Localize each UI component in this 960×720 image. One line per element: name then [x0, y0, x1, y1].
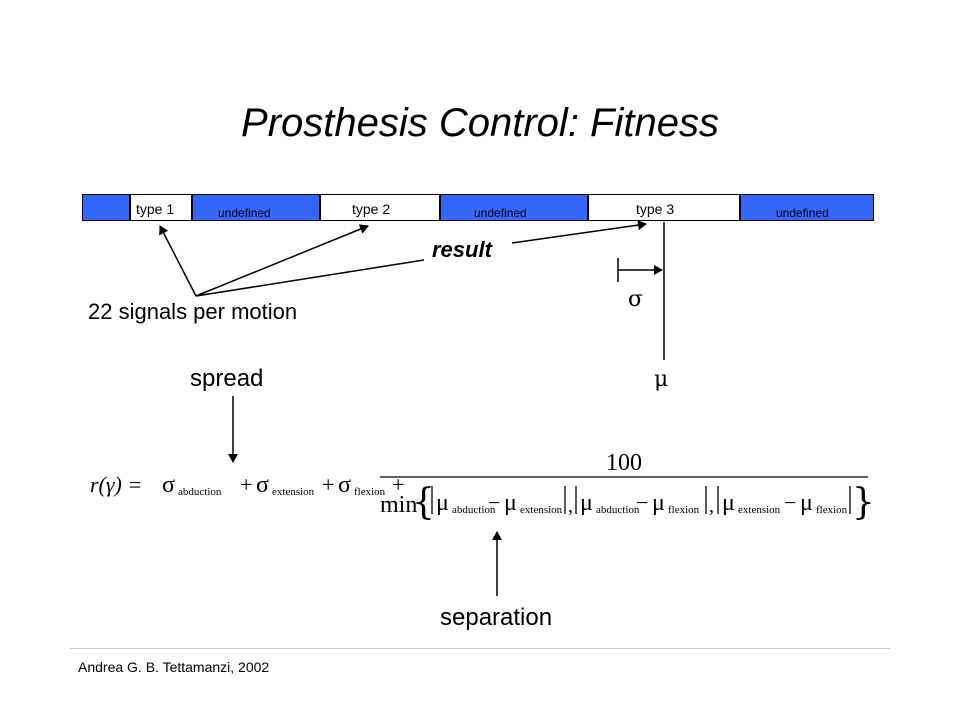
bar-segment-type1: [130, 194, 192, 221]
signals-label: 22 signals per motion: [88, 299, 298, 324]
arrow-to-type1: [159, 225, 197, 297]
segment-label: undefined: [474, 206, 527, 220]
formula-minus: −: [488, 490, 500, 515]
bar-segment-undefined: [440, 194, 588, 221]
formula-mu: μ: [504, 490, 517, 516]
segment-label: type 3: [636, 201, 675, 217]
formula-sigma: σ: [256, 472, 269, 498]
separation-label: separation: [440, 604, 553, 631]
brace-left: {: [412, 482, 435, 523]
formula-plus: +: [240, 472, 252, 497]
footer-divider: [70, 648, 890, 649]
formula-subscript: extension: [738, 504, 781, 516]
segment-label: undefined: [218, 206, 271, 220]
result-label: result: [432, 237, 492, 262]
formula-comma: ,: [709, 495, 714, 517]
mu-label: μ: [654, 367, 669, 392]
formula-minus: −: [784, 490, 796, 515]
bar-segment-type3: [588, 194, 740, 221]
formula-mu: μ: [580, 490, 593, 516]
fitness-formula: r(γ) = σ abduction + σ extension + σ fle…: [90, 450, 875, 523]
formula-sigma: σ: [162, 472, 175, 498]
segment-label: type 1: [136, 201, 175, 217]
formula-sigma: σ: [338, 472, 351, 498]
bar-segment-undefined: [192, 194, 320, 221]
spread-label: spread: [190, 365, 264, 392]
bar-segment-blue: [82, 194, 130, 221]
slide-title: Prosthesis Control: Fitness: [241, 101, 719, 145]
formula-subscript: abduction: [178, 486, 222, 498]
formula-subscript: abduction: [452, 504, 496, 516]
footer-credit: Andrea G. B. Tettamanzi, 2002: [78, 659, 270, 675]
formula-min: min: [380, 492, 417, 518]
connector-to-result: [195, 259, 425, 297]
formula-subscript: extension: [520, 504, 563, 516]
bar-segment-type2: [320, 194, 440, 221]
formula-subscript: flexion: [354, 486, 386, 498]
formula-subscript: flexion: [816, 504, 848, 516]
formula-mu: μ: [722, 490, 735, 516]
formula-subscript: extension: [272, 486, 315, 498]
formula-subscript: abduction: [596, 504, 640, 516]
formula-plus: +: [322, 472, 334, 497]
sigma-label: σ: [628, 287, 644, 312]
segment-label: type 2: [352, 201, 391, 217]
formula-mu: μ: [436, 490, 449, 516]
formula-mu: μ: [800, 490, 813, 516]
formula-mu: μ: [652, 490, 665, 516]
formula-minus: −: [636, 490, 648, 515]
formula-numerator: 100: [606, 450, 642, 476]
bar-segment-undefined: [740, 194, 874, 221]
formula-comma: ,: [568, 495, 573, 517]
formula-subscript: flexion: [668, 504, 700, 516]
arrow-to-type2: [195, 224, 369, 297]
formula-plus: +: [392, 472, 404, 497]
segment-label: undefined: [776, 206, 829, 220]
arrow-result-to-type3: [511, 220, 647, 244]
brace-right: }: [852, 482, 875, 523]
formula-lhs: r(γ) =: [90, 472, 142, 497]
